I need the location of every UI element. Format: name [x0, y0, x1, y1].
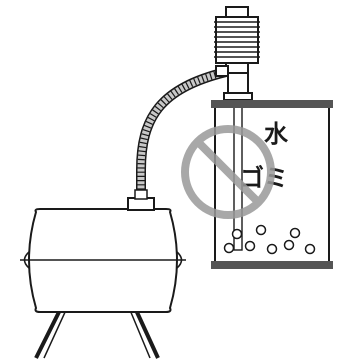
- pump-body: [227, 72, 249, 94]
- hose-corrugation: [137, 68, 227, 198]
- container-top-band: [211, 100, 333, 108]
- debris-ball: [283, 239, 295, 251]
- prohibition-icon: [181, 125, 275, 219]
- debris-ball: [304, 243, 316, 255]
- water-label: 水: [264, 120, 289, 148]
- prohibition-slash: [195, 139, 261, 205]
- tank-seam-left-curl: [23, 251, 30, 269]
- pump-cap: [225, 6, 249, 18]
- prohibition-ring: [181, 125, 275, 219]
- debris-ball: [266, 243, 278, 255]
- pump-outlet: [215, 65, 229, 77]
- pump-collar: [223, 92, 253, 101]
- debris-ball: [223, 242, 235, 254]
- debris-ball: [289, 227, 301, 239]
- debris-particles: [223, 224, 316, 255]
- tank-filler-neck: [127, 197, 155, 211]
- pump-bellows-ribs: [214, 21, 260, 58]
- tank-leg-right-inner: [129, 309, 151, 359]
- container-bottom-band: [211, 261, 333, 269]
- tank-icon: [20, 197, 186, 359]
- tank-leg-left: [34, 309, 62, 359]
- pump-icon: [214, 6, 260, 251]
- tank-leg-left-inner: [43, 309, 67, 359]
- hose-connector: [134, 189, 148, 200]
- debris-ball: [244, 240, 256, 252]
- pump-neck: [225, 62, 249, 74]
- tank-seam-right-curl: [176, 251, 183, 269]
- container: 水 ゴミ: [211, 100, 333, 269]
- debris-ball: [231, 228, 243, 240]
- pump-bellows: [215, 16, 259, 64]
- hose-icon: [134, 67, 228, 200]
- tank-leg-right: [134, 309, 160, 359]
- debris-ball: [255, 224, 267, 236]
